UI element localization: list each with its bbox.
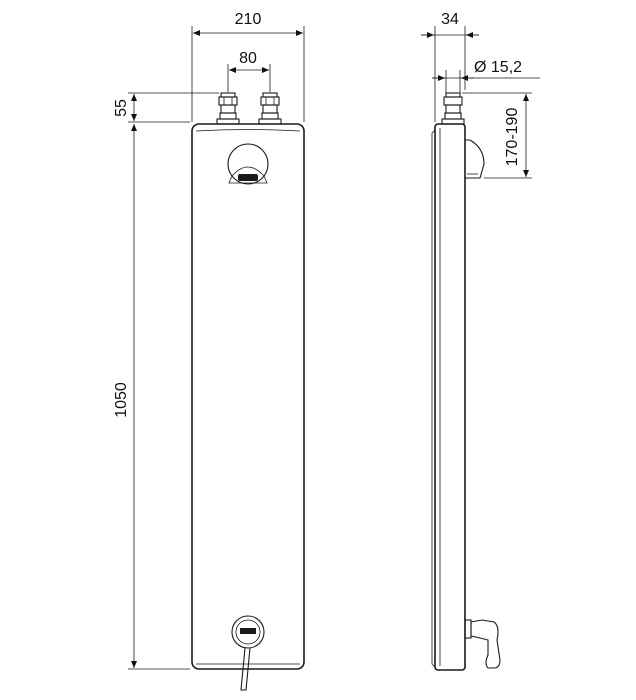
dim-connector-diameter-label: Ø 15,2 [474,59,522,76]
side-inlet-connector [441,92,465,125]
shower-outlet [227,143,269,185]
dim-side-depth-label: 34 [441,11,459,28]
dim-panel-height: 1050 [113,124,190,670]
side-panel-outline [434,123,466,671]
dim-connector-height-label: 55 [113,99,130,117]
dim-inlet-spacing: 80 [227,50,271,92]
front-panel-outline [191,123,305,670]
side-shower-outlet [465,139,485,179]
front-panel-top-edge [195,129,301,132]
side-view: 34 Ø 15,2 170-190 [421,11,540,671]
dim-connector-height: 55 [113,92,219,123]
dim-inlet-spacing-label: 80 [239,50,257,67]
push-button-control [231,615,265,691]
dim-connector-diameter: Ø 15,2 [432,59,540,93]
dim-front-width: 210 [191,11,305,122]
dim-front-width-label: 210 [235,11,262,28]
side-push-handle [464,619,501,669]
dim-button-height-range: 170-190 [462,92,532,179]
dim-button-height-range-label: 170-190 [504,108,521,167]
dim-side-depth: 34 [421,11,479,122]
inlet-connector-right [258,92,282,125]
dim-panel-height-label: 1050 [113,382,130,418]
front-view: 210 80 55 1050 [113,11,305,691]
inlet-connector-left [216,92,240,125]
